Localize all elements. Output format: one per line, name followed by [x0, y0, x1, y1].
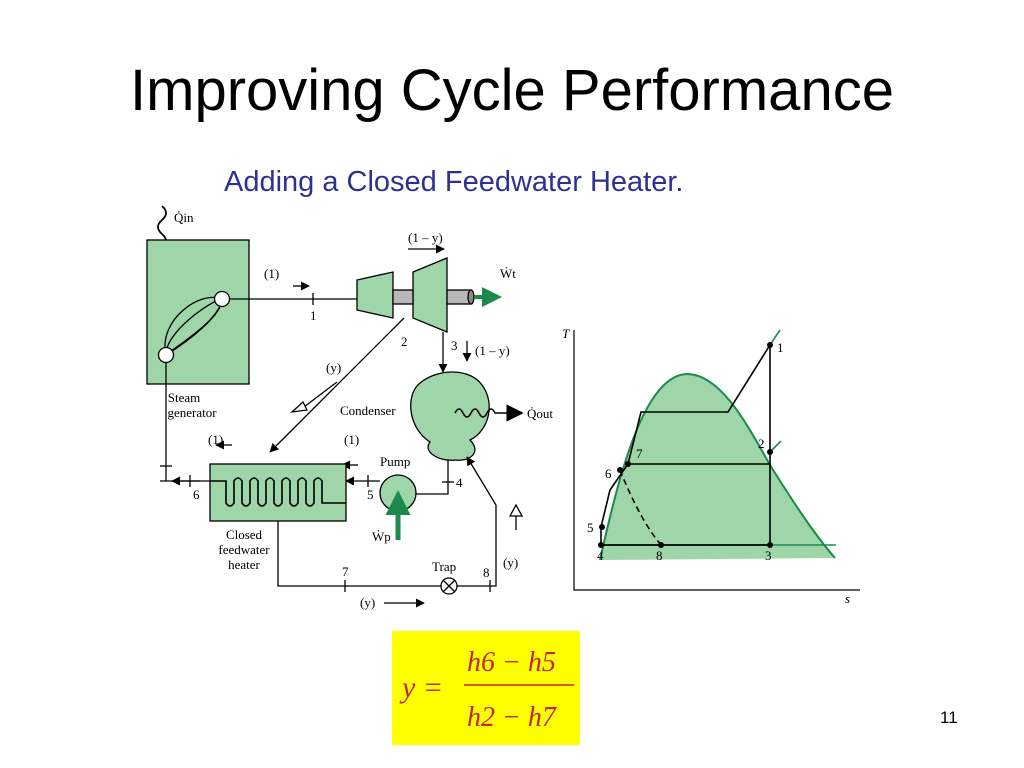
heat-in-label: Q̇in: [174, 210, 194, 225]
condenser: [410, 371, 490, 461]
heater-coil-icon: [210, 477, 346, 507]
heat-out-label: Q̇out: [527, 406, 553, 421]
slide-title: Improving Cycle Performance: [130, 58, 894, 123]
schematic-state-2: 2: [401, 334, 408, 349]
heater-label-line1: Closed: [226, 527, 263, 542]
schematic-state-7: 7: [342, 564, 349, 579]
turbine-hp-stage: [356, 271, 394, 319]
ts-state-5: 5: [587, 520, 594, 535]
ts-y-axis-label: T: [562, 326, 570, 341]
equation-lhs: y =: [399, 671, 443, 704]
flow-label-y-right: (y): [503, 555, 518, 570]
closed-feedwater-heater: [209, 463, 347, 522]
trap-label: Trap: [432, 559, 456, 574]
equation-numerator: h6 − h5: [467, 647, 556, 678]
schematic-state-8: 8: [483, 565, 490, 580]
cycle-diagram: Q̇in Steam generator (1) (1 – y) Ẇt (1 –…: [146, 205, 860, 610]
flow-label-1-left: (1): [208, 432, 223, 447]
ts-state-3: 3: [765, 548, 772, 563]
slide-subtitle: Adding a Closed Feedwater Heater.: [224, 166, 684, 198]
ts-x-axis-label: s: [845, 591, 850, 606]
schematic-state-4: 4: [456, 475, 463, 490]
flow-label-y-bottom: (y): [360, 595, 375, 610]
ts-state-2: 2: [758, 436, 765, 451]
ts-diagram: T s 1 2 3 4 5 6 7: [562, 326, 860, 606]
schematic-state-1: 1: [310, 308, 317, 323]
ts-state-6: 6: [605, 466, 612, 481]
equation-box: y = h6 − h5 h2 − h7: [392, 631, 580, 745]
equation-denominator: h2 − h7: [467, 702, 557, 733]
flow-label-1-top: (1): [264, 266, 279, 281]
schematic-labels: Q̇in Steam generator (1) (1 – y) Ẇt (1 –…: [167, 210, 553, 610]
schematic: [146, 205, 524, 608]
ts-state-1: 1: [777, 340, 784, 355]
heat-out-wave-icon: [454, 408, 510, 418]
page-number: 11: [940, 708, 958, 727]
flow-label-1-minus-y-condenser: (1 – y): [475, 343, 510, 358]
steam-generator-label-line2: generator: [167, 405, 217, 420]
flow-label-y-extraction: (y): [326, 360, 341, 375]
steam-generator-label-line1: Steam: [168, 390, 201, 405]
heater-label-line2: feedwater: [218, 542, 270, 557]
equation: y = h6 − h5 h2 − h7: [399, 647, 574, 733]
vapor-dome: [600, 374, 835, 560]
heater-label-line3: heater: [228, 557, 260, 572]
ts-state-8: 8: [656, 548, 663, 563]
schematic-state-6: 6: [193, 487, 200, 502]
ts-state-4: 4: [597, 548, 604, 563]
turbine-work-label: Ẇt: [500, 266, 516, 281]
flow-label-1-right: (1): [344, 432, 359, 447]
ts-state-7: 7: [636, 446, 643, 461]
pump-work-label: Ẇp: [372, 529, 391, 544]
flow-label-1-minus-y-top: (1 – y): [408, 230, 443, 245]
schematic-state-3: 3: [451, 338, 458, 353]
schematic-state-5: 5: [367, 487, 374, 502]
turbine-lp-stage: [412, 257, 448, 333]
turbine-shaft: [392, 289, 414, 305]
condenser-label: Condenser: [340, 403, 396, 418]
pump-label: Pump: [380, 454, 410, 469]
